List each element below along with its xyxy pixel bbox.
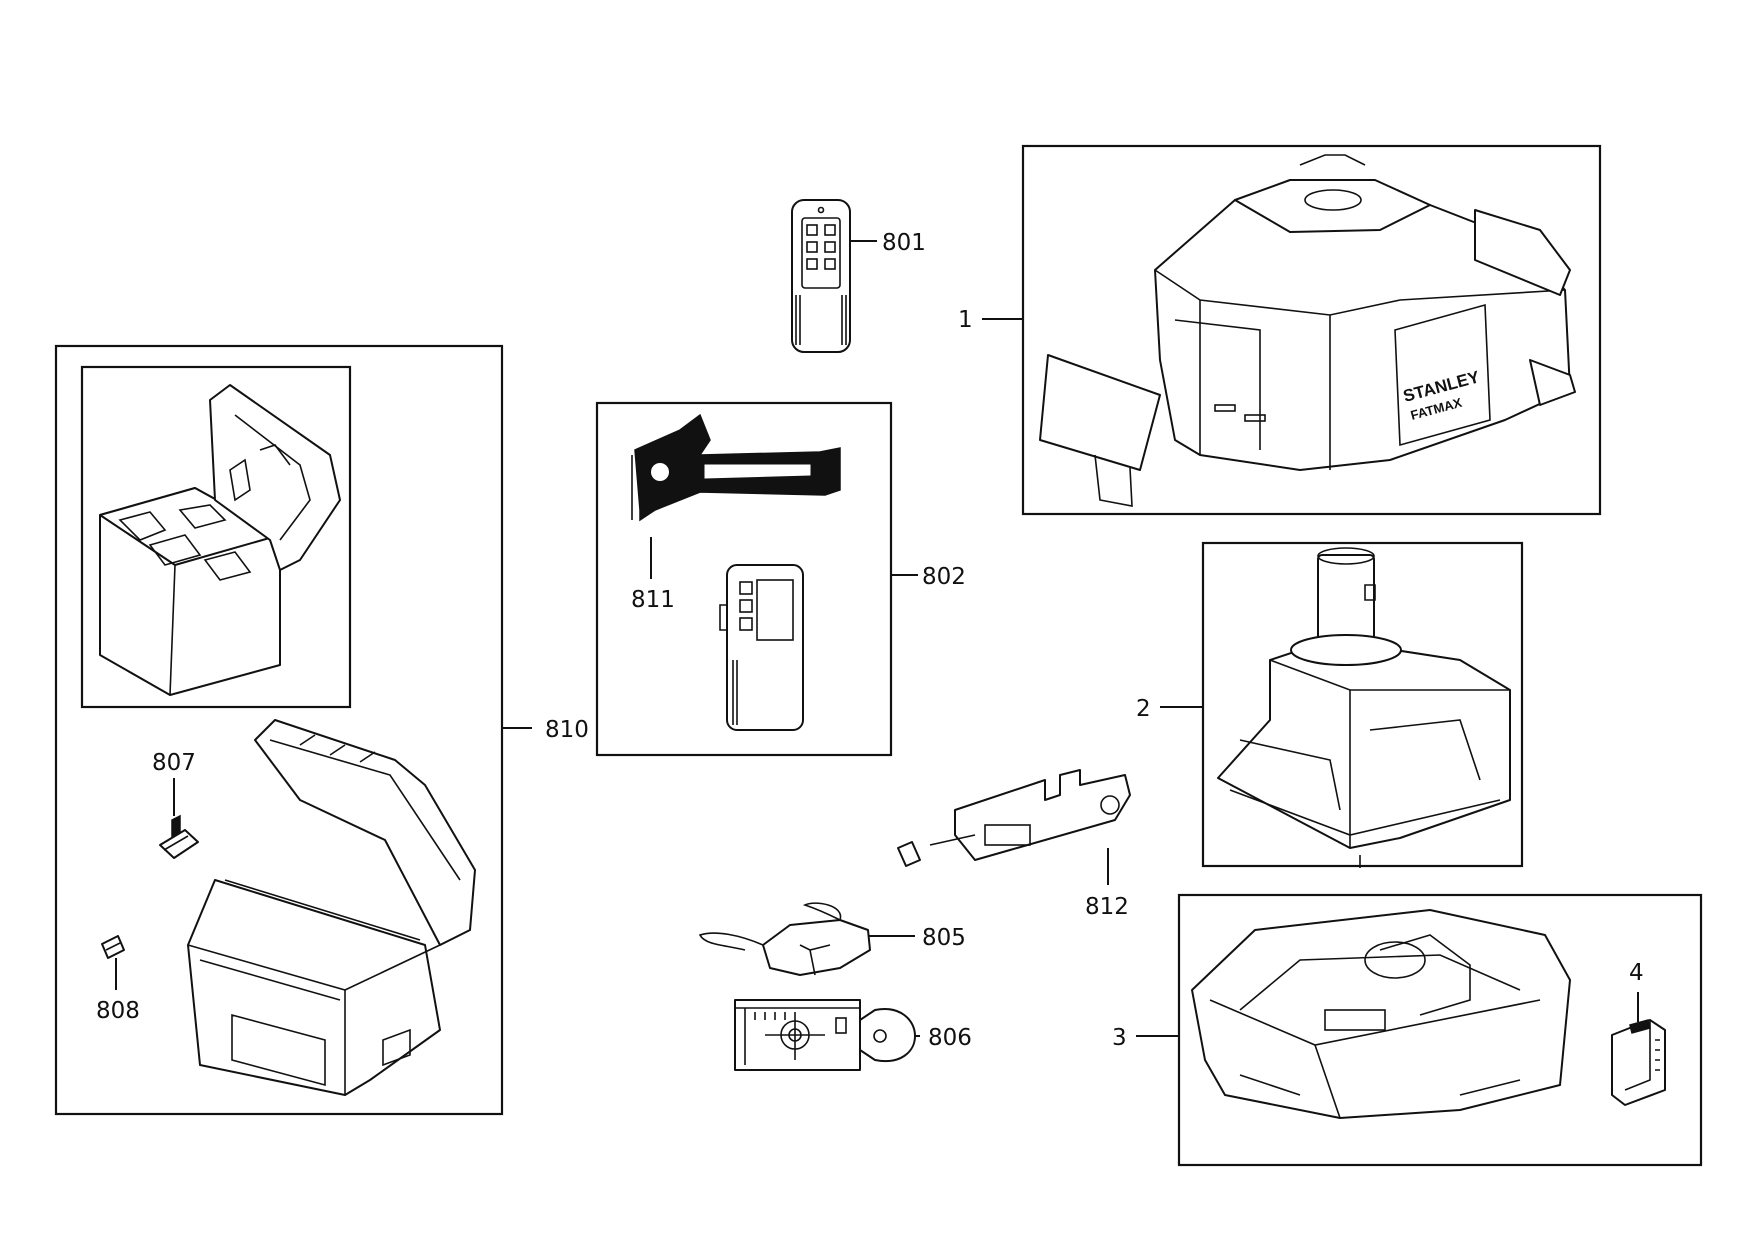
callout-810: 810	[545, 717, 589, 743]
callout-805: 805	[922, 925, 966, 951]
target-806-illustration	[734, 999, 916, 1071]
rotary-laser-illustration	[1039, 154, 1576, 507]
frame-802	[595, 401, 893, 757]
bracket-811-illustration	[631, 413, 841, 522]
callout-801: 801	[882, 230, 926, 256]
battery-4-illustration	[1611, 1019, 1666, 1106]
remote-control-illustration	[791, 199, 851, 353]
callout-2: 2	[1136, 696, 1151, 722]
callout-811: 811	[631, 587, 675, 613]
frame-3	[1177, 893, 1703, 1167]
glasses-805-illustration	[698, 902, 871, 976]
frame-foam-insert	[80, 365, 352, 709]
callout-807: 807	[152, 750, 196, 776]
mount-812-illustration	[897, 769, 1131, 867]
callout-808: 808	[96, 998, 140, 1024]
case-illustration	[187, 719, 476, 1096]
callout-812: 812	[1085, 894, 1129, 920]
frame-2	[1201, 541, 1524, 868]
part-807-illustration	[159, 814, 199, 859]
foam-insert-illustration	[99, 384, 341, 696]
callout-4: 4	[1629, 960, 1644, 986]
callout-1: 1	[958, 307, 973, 333]
callout-802: 802	[922, 564, 966, 590]
part-808-illustration	[101, 935, 125, 959]
callout-3: 3	[1112, 1025, 1127, 1051]
chassis-illustration	[1217, 547, 1511, 868]
detector-illustration	[719, 564, 804, 731]
frame-810	[54, 344, 504, 1116]
callout-806: 806	[928, 1025, 972, 1051]
frame-1	[1021, 144, 1602, 516]
base-housing-illustration	[1191, 909, 1571, 1119]
